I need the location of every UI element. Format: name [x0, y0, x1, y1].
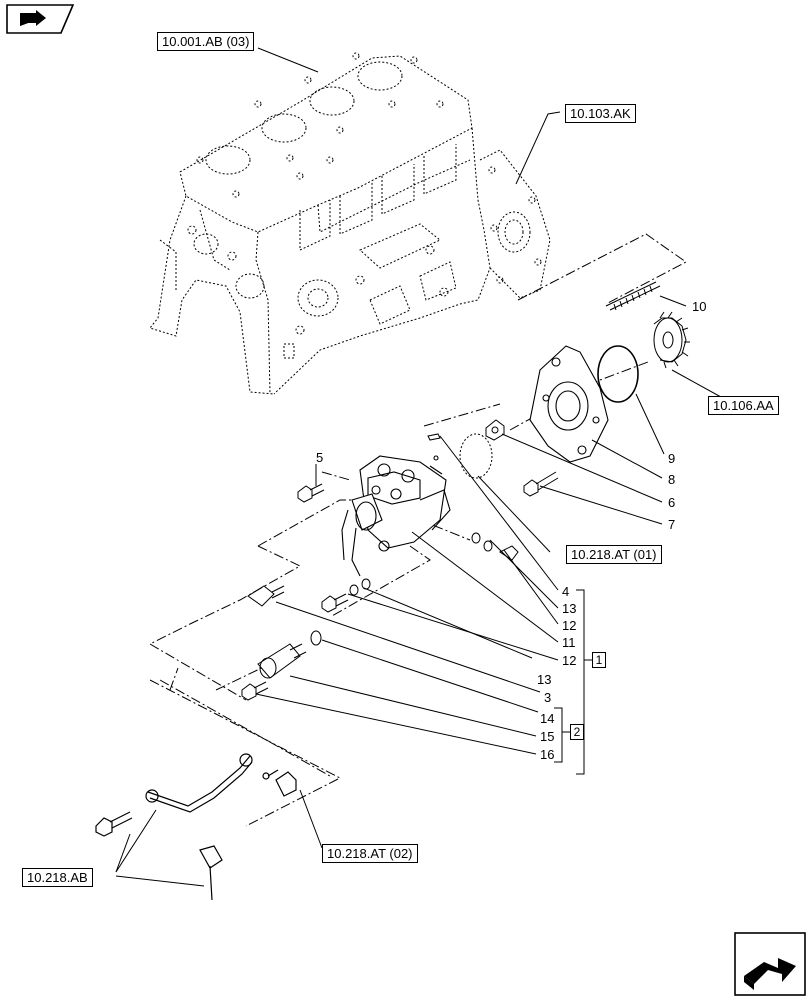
engine-block	[149, 52, 551, 395]
gasket	[459, 433, 493, 479]
callout-16: 16	[540, 747, 555, 762]
callout-7: 7	[668, 517, 676, 532]
callout-13-a: 13	[562, 601, 577, 616]
kit-2-label[interactable]: 2	[570, 724, 584, 740]
callout-15: 15	[540, 729, 555, 744]
solenoid-14	[257, 643, 307, 679]
leader-lines	[115, 47, 731, 887]
bolt-7	[523, 471, 559, 497]
callout-12-b: 12	[562, 653, 577, 668]
callout-11: 11	[562, 635, 576, 650]
fuel-pipe	[95, 753, 297, 901]
callout-4: 4	[562, 584, 570, 599]
callout-9: 9	[668, 451, 676, 466]
callout-12-a: 12	[562, 618, 577, 633]
ref-drive-gear[interactable]: 10.106.AA	[708, 396, 779, 415]
o-ring	[597, 345, 639, 403]
callout-13-b: 13	[537, 672, 552, 687]
nut-8	[485, 419, 505, 441]
pump-flange	[529, 345, 609, 463]
kit-1-label[interactable]: 1	[592, 652, 606, 668]
ref-engine-block[interactable]: 10.001.AB (03)	[157, 32, 255, 51]
sensor-3	[247, 585, 285, 607]
ref-injection-pump-01[interactable]: 10.218.AT (01)	[566, 545, 662, 564]
kit1-bracket	[576, 589, 585, 775]
key	[427, 433, 441, 441]
callout-10: 10	[692, 299, 707, 314]
next-page-icon[interactable]	[734, 932, 806, 996]
ref-gear-housing[interactable]: 10.103.AK	[565, 104, 636, 123]
bolt-5	[297, 483, 325, 503]
callout-3: 3	[544, 690, 552, 705]
callout-6: 6	[668, 495, 676, 510]
stud	[605, 281, 661, 311]
ref-fuel-pipe[interactable]: 10.218.AB	[22, 868, 93, 887]
callout-5: 5	[316, 450, 324, 465]
ref-injection-pump-02[interactable]: 10.218.AT (02)	[322, 844, 418, 863]
drive-gear	[653, 311, 690, 369]
assembly-axis-lines	[149, 233, 687, 827]
callout-8: 8	[668, 472, 676, 487]
back-arrow-icon[interactable]	[6, 4, 74, 34]
callout-14: 14	[540, 711, 555, 726]
kit2-bracket	[554, 707, 563, 763]
bolt-16	[241, 681, 269, 701]
bolt-12	[321, 593, 349, 613]
injection-pump	[341, 455, 451, 577]
